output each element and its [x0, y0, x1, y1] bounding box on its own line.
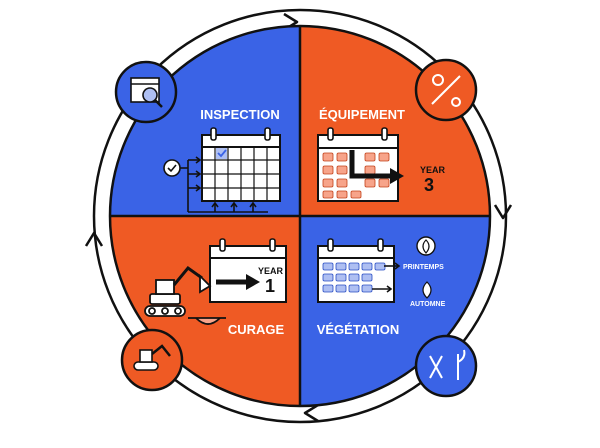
- label-equipement: ÉQUIPEMENT: [319, 107, 405, 122]
- cycle-arrow-bottom: [303, 403, 319, 423]
- inspection-flow-arrows: [163, 156, 268, 213]
- calendar-magnifier-icon: [130, 77, 163, 108]
- label-curage: CURAGE: [228, 322, 285, 337]
- equipement-calendar-icon: [317, 127, 404, 202]
- badge-curage: [120, 328, 184, 392]
- badge-inspection: [114, 60, 178, 124]
- curage-excavator-icon: [144, 265, 226, 325]
- season-spring: PRINTEMPS: [403, 264, 444, 271]
- curage-calendar-icon: [209, 238, 287, 303]
- pruning-shears-plant-icon: [429, 349, 466, 380]
- equipement-year-word: YEAR: [420, 165, 446, 175]
- tools-gears-icon: [431, 74, 461, 107]
- excavator-icon: [133, 344, 171, 371]
- curage-year-number: 1: [265, 276, 275, 296]
- cycle-ring: [92, 8, 508, 424]
- autumn-leaf-icon: [422, 281, 432, 299]
- vegetation-calendar-icon: [317, 238, 401, 303]
- spring-leaf-icon: [416, 236, 436, 256]
- curage-year-word: YEAR: [258, 266, 284, 276]
- season-autumn: AUTOMNE: [410, 301, 446, 308]
- badge-vegetation: [414, 334, 478, 398]
- equipement-year-number: 3: [424, 175, 434, 195]
- label-inspection: INSPECTION: [200, 107, 279, 122]
- inspection-calendar-icon: [201, 127, 281, 202]
- cycle-arrow-right: [493, 204, 513, 220]
- cycle-arrow-left: [84, 231, 104, 247]
- badge-equipement: [414, 58, 478, 122]
- label-vegetation: VÉGÉTATION: [317, 322, 400, 337]
